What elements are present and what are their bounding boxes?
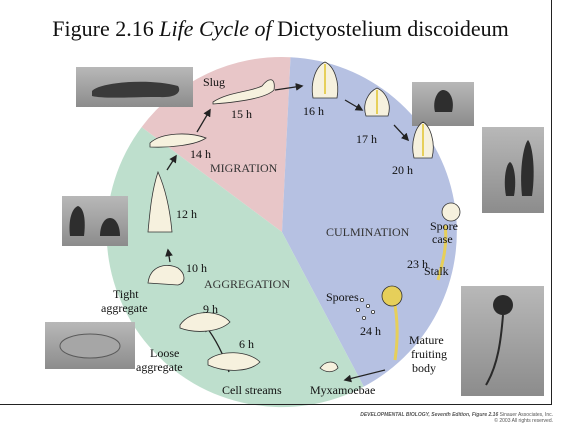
credit-line-copyright: © 2003 All rights reserved. <box>293 418 553 424</box>
figure-frame-edges <box>0 0 552 405</box>
